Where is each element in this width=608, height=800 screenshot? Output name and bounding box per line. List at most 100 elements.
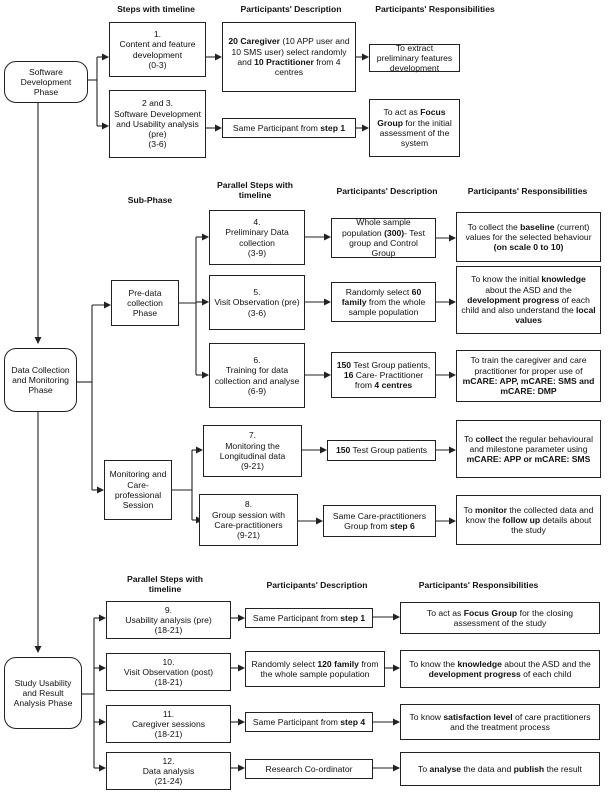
step-timeline: (18-21)	[154, 677, 183, 688]
step-2-3-box: 2 and 3. Software Development and Usabil…	[109, 90, 206, 158]
step-timeline: (6-9)	[247, 385, 267, 396]
phase-data-collection: Data Collection and Monitoring Phase	[4, 348, 77, 412]
step-timeline: (18-21)	[154, 729, 183, 740]
desc-text: Research Co-ordinator	[265, 763, 353, 774]
step-number: 9.	[164, 604, 173, 615]
resp-text: To know the	[409, 658, 458, 669]
step-timeline: (9-21)	[241, 461, 264, 472]
resp-text: (current) values for the selected behavi…	[465, 221, 592, 242]
step-5-box: 5. Visit Observation (pre) (3-6)	[209, 275, 305, 330]
description-step-11: Same Participant from step 4	[245, 712, 373, 732]
responsibility-step-1: To extract preliminary features developm…	[369, 42, 460, 74]
desc-text: from the whole sample population	[260, 658, 379, 679]
header-participants-description: Participants' Description	[240, 4, 342, 14]
desc-text: (10 APP user and 10 SMS user) select ran…	[231, 36, 350, 67]
resp-text: To	[463, 504, 475, 515]
step-7-box: 7. Monitoring the Longitudinal data (9-2…	[203, 425, 302, 477]
desc-text: Care- Practitioner from	[353, 369, 424, 391]
resp-text: the collected data and know the	[465, 504, 594, 525]
step-number: 4.	[253, 216, 261, 227]
resp-text: To know the initial	[471, 274, 542, 285]
resp-bold: knowledge	[541, 274, 586, 285]
desc-bold: step 1	[340, 612, 366, 623]
step-title: Group session with Care-practitioners	[211, 509, 286, 530]
step-11-box: 11. Caregiver sessions (18-21)	[106, 705, 231, 743]
description-step-1: 20 Caregiver (10 APP user and 10 SMS use…	[222, 22, 356, 92]
header-participants-description-3: Participants' Description	[266, 580, 368, 590]
desc-text: Same Care-practitioners Group from	[332, 510, 427, 531]
step-number: 2 and 3.	[141, 98, 174, 109]
subphase-label: Monitoring and Care-professional Session	[109, 469, 167, 511]
step-timeline: (18-21)	[154, 625, 183, 636]
resp-text: for the initial assessment of the system	[379, 117, 452, 149]
description-step-9: Same Participant from step 1	[245, 608, 373, 628]
description-step-8: Same Care-practitioners Group from step …	[323, 505, 436, 537]
desc-bold: 10 Practitioner	[254, 57, 314, 67]
phase-label: Data Collection and Monitoring Phase	[11, 364, 70, 396]
desc-text: Same Participant from	[232, 122, 321, 133]
desc-bold: 16	[343, 369, 354, 380]
step-timeline: (3-6)	[148, 139, 167, 150]
resp-text: about the ASD and the	[485, 284, 572, 295]
step-title: Usability analysis (pre)	[125, 614, 212, 625]
resp-text: To collect the	[467, 221, 521, 232]
resp-bold: local values	[515, 305, 596, 326]
step-title: Content and feature development	[119, 39, 196, 60]
responsibility-step-10: To know the knowledge about the ASD and …	[400, 650, 600, 688]
desc-bold: step 6	[390, 521, 415, 531]
resp-text: To act as	[383, 107, 421, 118]
resp-bold: mCARE: APP or mCARE: SMS	[466, 454, 591, 465]
step-title: Software Development and Usability analy…	[114, 108, 201, 140]
step-timeline: (0-3)	[148, 59, 167, 70]
desc-text: Same Participant from	[252, 612, 341, 623]
responsibility-step-11: To know satisfaction level of care pract…	[400, 704, 600, 740]
desc-bold: 150	[335, 445, 351, 456]
resp-text: To	[464, 433, 476, 444]
header-participants-description-2: Participants' Description	[336, 186, 438, 196]
description-step-4: Whole sample population (300)- Test grou…	[331, 217, 436, 259]
desc-bold: 120 family	[317, 658, 359, 669]
resp-text: of care practitioners and the treatment …	[450, 711, 591, 732]
step-number: 8.	[244, 499, 253, 510]
desc-text: from 4 centres	[274, 57, 341, 78]
desc-bold: 150	[336, 359, 352, 370]
desc-text: Randomly select	[251, 658, 318, 669]
resp-text: To act as	[426, 607, 464, 618]
step-title: Monitoring the Longitudinal data	[219, 440, 286, 461]
desc-text: - Test group and Control Group	[349, 227, 425, 259]
resp-text: of each child	[520, 669, 572, 679]
responsibility-step-9: To act as Focus Group for the closing as…	[400, 602, 600, 634]
desc-bold: 60 family	[341, 286, 422, 307]
description-step-5: Randomly select 60 family from the whole…	[331, 282, 436, 322]
header-steps-timeline: Steps with timeline	[117, 4, 195, 14]
resp-bold: Focus Group	[377, 107, 446, 128]
step-number: 6.	[253, 354, 261, 365]
step-timeline: (3-6)	[247, 307, 267, 318]
resp-text: the result	[544, 763, 582, 774]
resp-text: for the closing assessment of the study	[453, 607, 574, 628]
resp-bold: (on scale 0 to 10)	[493, 242, 564, 253]
step-timeline: (3-9)	[247, 247, 267, 258]
resp-text: details about the study	[511, 514, 592, 536]
resp-bold: Focus Group	[463, 607, 518, 618]
desc-bold: step 4	[340, 716, 366, 727]
phase-label: Software Development Phase	[20, 66, 72, 98]
resp-bold: knowledge	[457, 658, 502, 669]
responsibility-step-4: To collect the baseline (current) values…	[456, 212, 601, 262]
resp-text: the regular behavioural and milestone pa…	[469, 433, 594, 454]
resp-bold: publish	[513, 763, 545, 774]
resp-text: To	[418, 763, 430, 774]
desc-text: Same Participant from	[252, 716, 341, 727]
desc-bold: 4 centres	[374, 380, 413, 391]
header-sub-phase: Sub-Phase	[127, 195, 173, 205]
responsibility-step-7: To collect the regular behavioural and m…	[456, 420, 601, 478]
desc-text: from the whole sample population	[348, 296, 426, 318]
step-9-box: 9. Usability analysis (pre) (18-21)	[106, 601, 231, 639]
desc-bold: 20 Caregiver	[228, 36, 280, 47]
step-title: Visit Observation (post)	[123, 666, 214, 677]
step-1-box: 1. Content and feature development (0-3)	[109, 22, 206, 77]
step-8-box: 8. Group session with Care-practitioners…	[199, 494, 298, 546]
step-title: Training for data collection and analyse	[214, 365, 300, 386]
resp-text: To extract preliminary features developm…	[376, 42, 453, 74]
description-step-7: 150 Test Group patients	[327, 440, 436, 461]
